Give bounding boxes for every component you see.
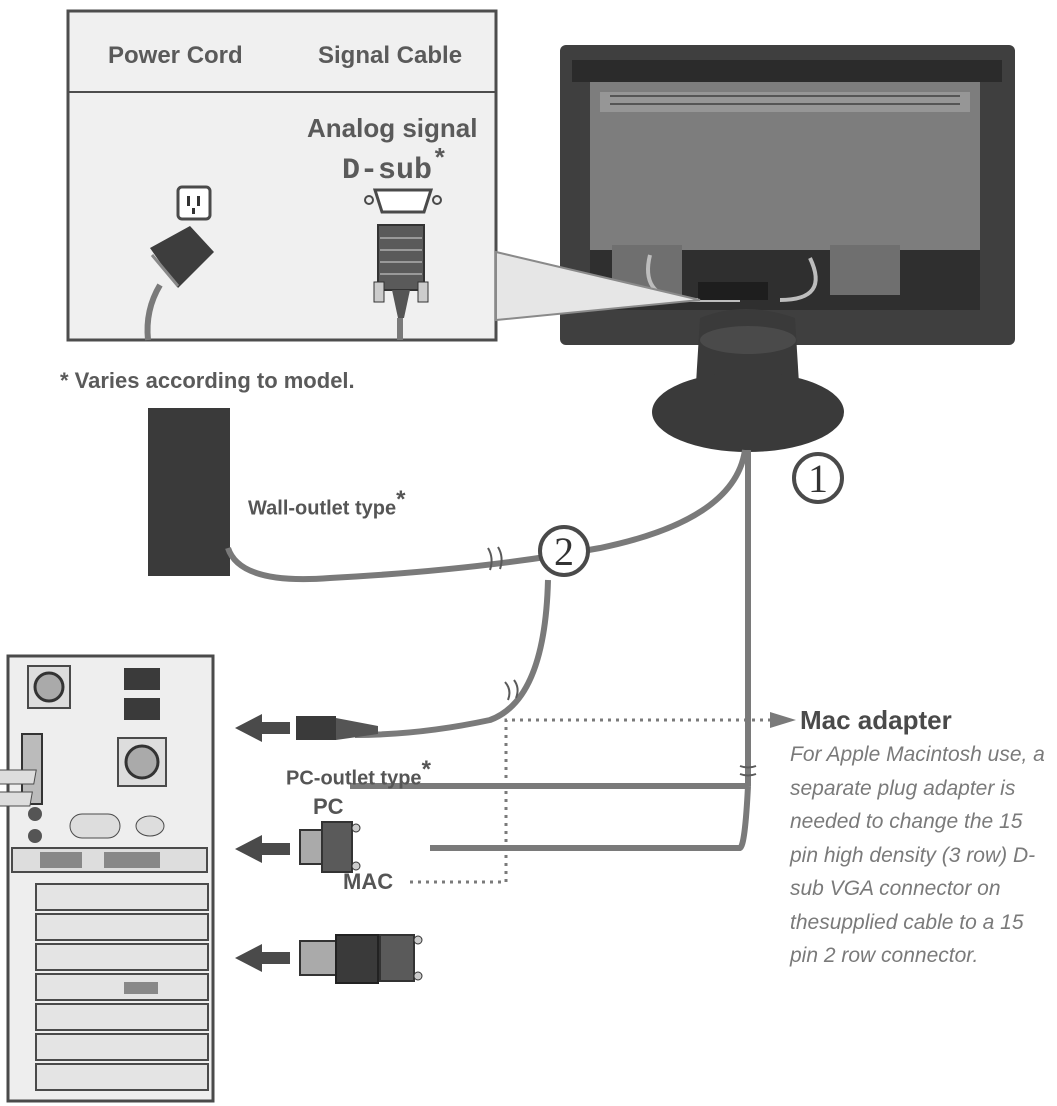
mac-adapter-note: For Apple Macintosh use, a separate plug… [790, 743, 1045, 967]
pc-outlet-plug [296, 716, 378, 740]
footnote: * Varies according to model. [60, 368, 355, 393]
wall-outlet-illustration [148, 408, 230, 576]
cables [225, 449, 751, 851]
dsub-label: D-sub* [342, 145, 448, 188]
pc-outlet-label: PC-outlet type* [286, 756, 431, 790]
cable-break-marks [487, 546, 757, 777]
power-cord-illustration [144, 185, 214, 341]
power-cord-header: Power Cord [108, 42, 243, 69]
zoom-callout [495, 250, 701, 322]
pc-dsub-plug [299, 821, 361, 873]
plug-arrows [235, 714, 290, 972]
pc-case-rear [0, 654, 215, 1103]
step-1-marker: 1 [792, 452, 844, 504]
analog-signal-label: Analog signal [307, 113, 478, 143]
mac-adapter-arrowhead [770, 712, 796, 728]
wall-outlet-label: Wall-outlet type* [248, 486, 406, 520]
mac-adapter-plug [299, 934, 423, 984]
signal-cable-header: Signal Cable [318, 42, 463, 69]
mac-adapter-title: Mac adapter [800, 705, 952, 735]
dsub-connector-illustration [364, 188, 442, 340]
mac-label: MAC [343, 869, 394, 894]
mac-adapter-leader [410, 718, 770, 884]
step-2-marker: 2 [538, 525, 590, 577]
monitor-rear [560, 45, 1015, 452]
legend-box [66, 9, 498, 342]
pc-label: PC [313, 794, 344, 819]
